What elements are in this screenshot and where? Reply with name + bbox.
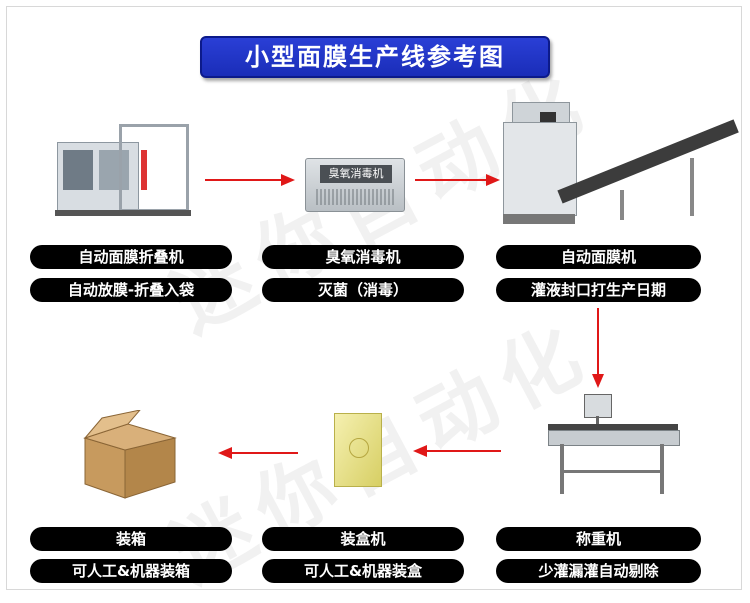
gift-box-image — [334, 413, 382, 487]
carton-box-image — [83, 410, 177, 499]
station-desc-filler: 灌液封口打生产日期 — [496, 278, 701, 302]
station-label-boxer: 装盒机 — [262, 527, 464, 551]
arrow-ozone-to-filler — [415, 174, 500, 186]
station-label-filler: 自动面膜机 — [496, 245, 701, 269]
ozone-machine-label: 臭氧消毒机 — [320, 165, 392, 183]
arrow-checkweigher-to-boxer — [413, 445, 501, 457]
station-label-carton: 装箱 — [30, 527, 232, 551]
arrow-folder-to-ozone — [205, 174, 295, 186]
station-label-folder: 自动面膜折叠机 — [30, 245, 232, 269]
ozone-sterilizer-image: 臭氧消毒机 — [305, 158, 405, 212]
mask-folding-machine-image — [55, 120, 195, 220]
station-label-ozone: 臭氧消毒机 — [262, 245, 464, 269]
diagram-title: 小型面膜生产线参考图 — [200, 36, 550, 78]
station-desc-checkweigher: 少灌漏灌自动剔除 — [496, 559, 701, 583]
station-desc-carton: 可人工&机器装箱 — [30, 559, 232, 583]
arrow-boxer-to-carton — [218, 447, 298, 459]
station-desc-folder: 自动放膜-折叠入袋 — [30, 278, 232, 302]
station-desc-ozone: 灭菌（消毒） — [262, 278, 464, 302]
arrow-filler-to-checkweigher — [592, 308, 604, 388]
station-desc-boxer: 可人工&机器装盒 — [262, 559, 464, 583]
station-label-checkweigher: 称重机 — [496, 527, 701, 551]
diagram-frame — [6, 6, 742, 590]
